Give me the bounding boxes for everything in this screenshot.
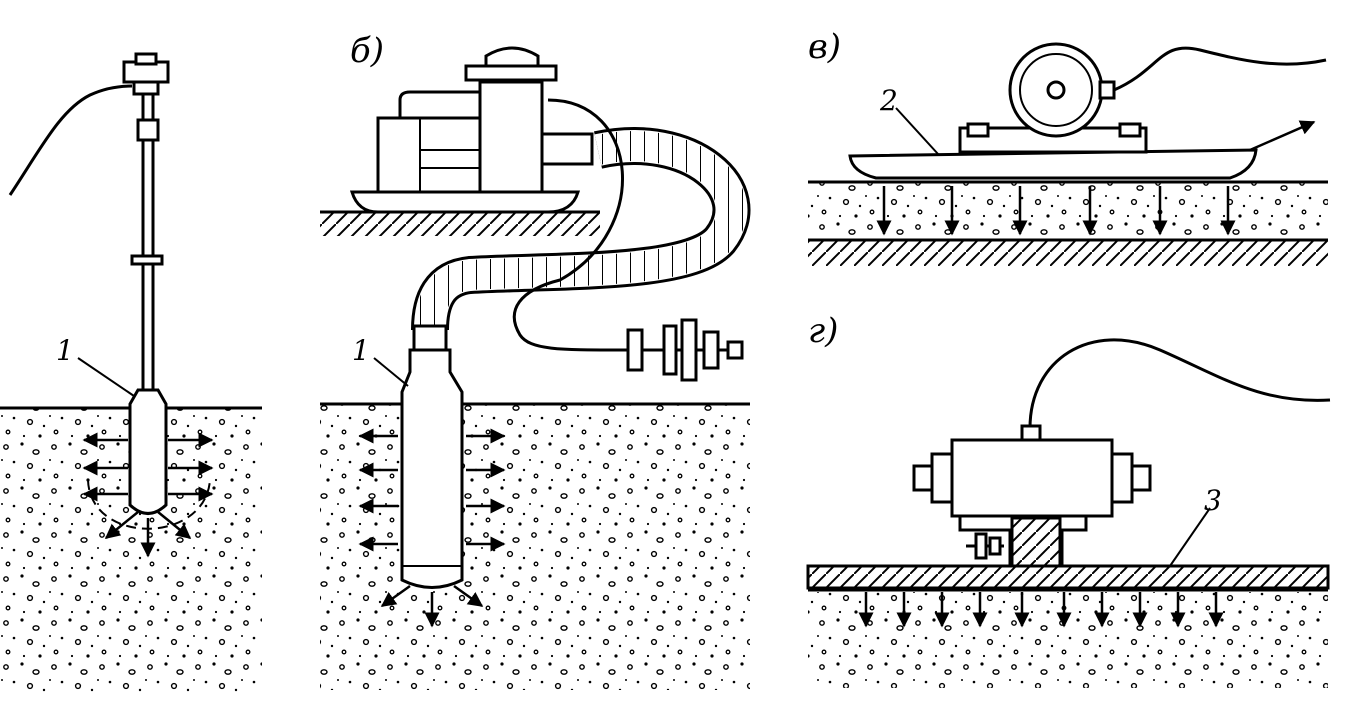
vibration-arrows-g xyxy=(858,592,1224,628)
vibro-plate-v xyxy=(848,148,1258,180)
panel-label-g: г) xyxy=(808,311,838,351)
panel-g: г) 3 xyxy=(806,311,1331,688)
callout-leader-v xyxy=(895,107,939,155)
power-cable-a xyxy=(8,84,133,196)
direction-arrow-v xyxy=(1249,120,1316,152)
motor-handle-b xyxy=(484,46,540,82)
callout-leader-b xyxy=(373,357,409,387)
ground-hatch-v xyxy=(808,240,1328,266)
callout-number-b: 1 xyxy=(352,334,370,367)
motor-base-b xyxy=(349,190,581,214)
vibration-arrows-b xyxy=(358,428,506,628)
pressing-block-g xyxy=(1010,516,1062,568)
callout-number-v: 2 xyxy=(879,84,898,117)
clamp-a xyxy=(132,80,160,96)
vibration-arrows-a xyxy=(82,432,214,558)
coupling-top-a xyxy=(136,118,160,142)
panel-v: в) 2 xyxy=(808,27,1328,266)
panel-label-v: в) xyxy=(808,27,841,67)
switch-cap-a xyxy=(134,52,158,66)
formwork-board-g xyxy=(806,564,1330,590)
panel-b: б) xyxy=(320,31,751,690)
callout-leader-g xyxy=(1169,507,1211,567)
motor-head-b xyxy=(478,80,544,194)
concrete-mass-g xyxy=(808,592,1328,688)
panel-label-b: б) xyxy=(350,31,384,71)
motor-cable-b xyxy=(398,90,480,118)
vibrator-tip-a xyxy=(128,388,168,515)
clamp-screw-g xyxy=(966,532,1004,560)
power-cable-v xyxy=(1113,46,1327,92)
panel-a: 1 xyxy=(0,52,262,692)
motor-housing-g xyxy=(950,438,1114,518)
motor-terminal-v xyxy=(1098,80,1116,100)
coupling-mid-a xyxy=(130,254,164,266)
power-cable-g xyxy=(1028,338,1331,429)
callout-number-g: 3 xyxy=(1204,484,1222,517)
callout-leader-a xyxy=(77,357,135,397)
concrete-slab-v xyxy=(808,182,1328,240)
plug-connector-b xyxy=(620,318,744,382)
ground-hatch-b xyxy=(320,212,600,236)
callout-number-a: 1 xyxy=(56,334,74,367)
hose-coupling-b xyxy=(540,132,594,166)
control-cable-b xyxy=(512,98,624,352)
cable-entry-g xyxy=(1020,424,1042,442)
concrete-mass-b xyxy=(320,404,750,690)
vibrator-body-b xyxy=(400,348,464,589)
vibration-arrows-v xyxy=(876,186,1236,236)
motor-v xyxy=(1008,42,1104,138)
